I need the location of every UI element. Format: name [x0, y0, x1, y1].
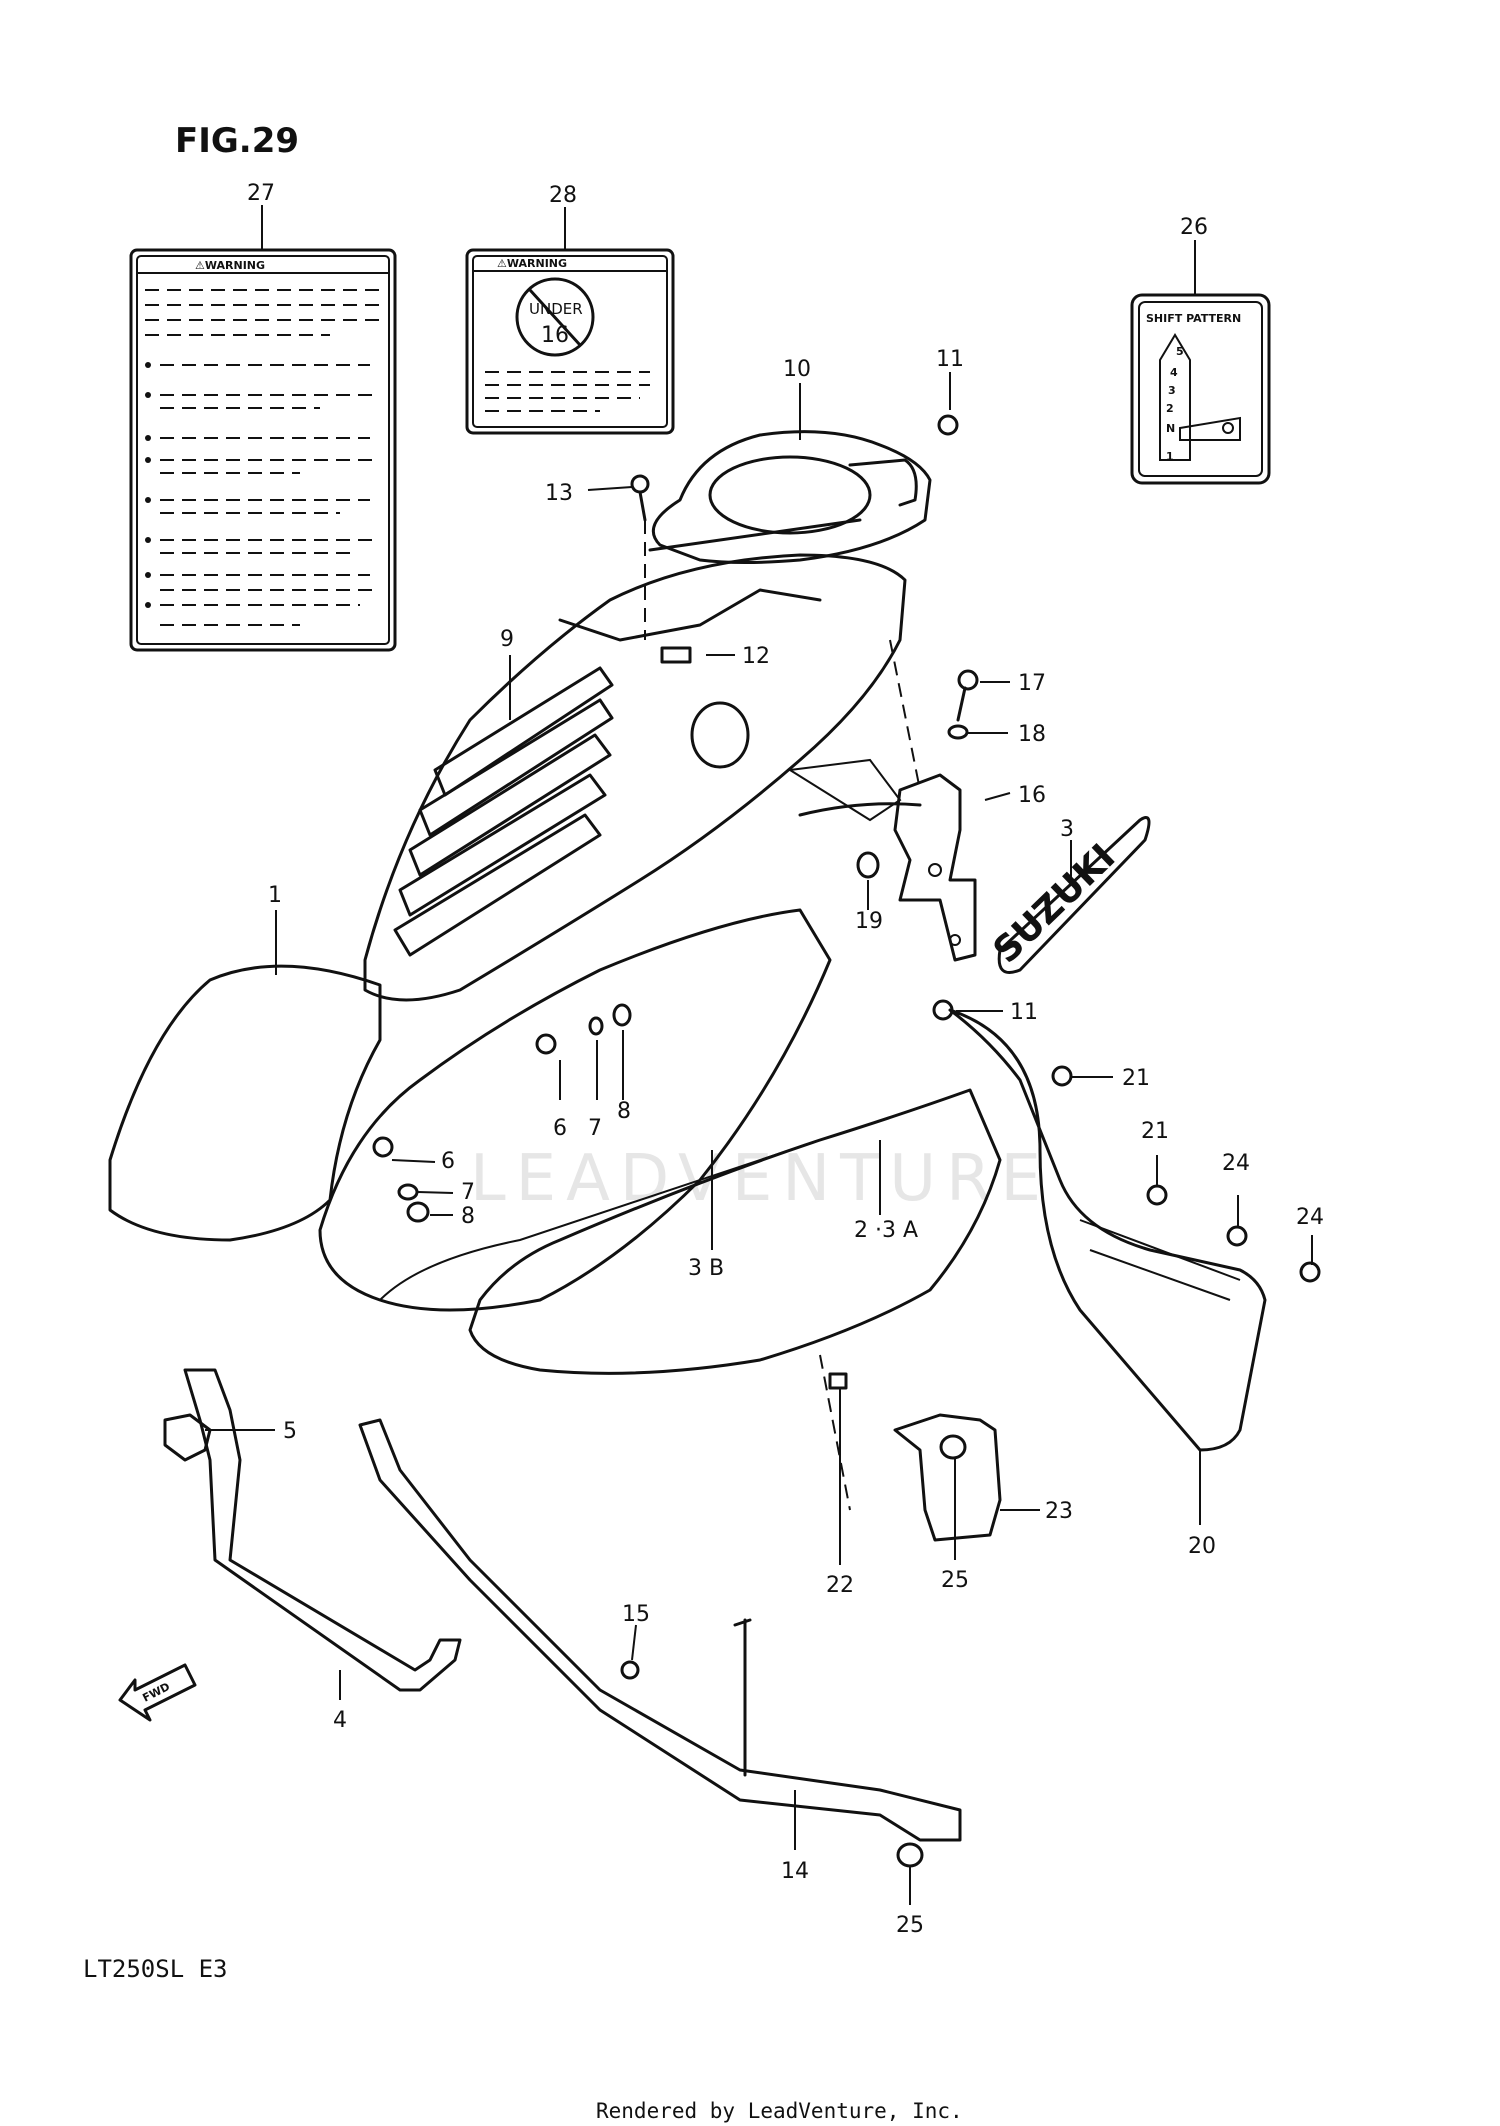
callout-16: 16 — [1018, 783, 1046, 808]
fwd-arrow-icon: FWD — [118, 1663, 197, 1722]
callout-21a: 21 — [1122, 1066, 1150, 1091]
callout-22: 22 — [826, 1573, 854, 1598]
badge-text-line2: 16 — [541, 323, 569, 348]
callout-19: 19 — [855, 909, 883, 934]
shift-arrow-icon — [1159, 333, 1191, 461]
callout-7a: 7 — [588, 1116, 602, 1141]
screw-13[interactable] — [630, 474, 650, 522]
callout-10: 10 — [783, 357, 811, 382]
part-14-bar[interactable] — [358, 1418, 962, 1842]
gear-4: 4 — [1170, 366, 1178, 379]
warning-label-large-header: ⚠WARNING — [195, 259, 265, 272]
callout-20: 20 — [1188, 1534, 1216, 1559]
callout-11-top: 11 — [936, 347, 964, 372]
clip-22[interactable] — [828, 1372, 848, 1390]
callout-18: 18 — [1018, 722, 1046, 747]
bolt-6a[interactable] — [535, 1033, 557, 1055]
part-10-seat-cover[interactable] — [648, 430, 932, 564]
callout-27: 27 — [247, 181, 275, 206]
part-4-front-bracket[interactable] — [183, 1368, 462, 1692]
part-5-clip[interactable] — [163, 1413, 212, 1462]
warning-label-small-header: ⚠WARNING — [497, 257, 567, 270]
nut-25a[interactable] — [939, 1434, 967, 1460]
callout-25b: 25 — [896, 1913, 924, 1938]
badge-text-line1: UNDER — [529, 300, 583, 318]
washer-18[interactable] — [947, 724, 969, 740]
no-under-16-badge — [515, 277, 595, 357]
gear-5: 5 — [1176, 345, 1184, 358]
callout-14: 14 — [781, 1859, 809, 1884]
callout-3b: 3 B — [688, 1256, 724, 1281]
part-20-mud-flap[interactable] — [948, 1008, 1267, 1452]
part-9-body-cover[interactable] — [363, 553, 907, 1002]
callout-5: 5 — [283, 1419, 297, 1444]
callouts: 27 28 26 10 11 13 12 9 17 18 16 3 19 1 1… — [247, 181, 1324, 1938]
footer-credit: Rendered by LeadVenture, Inc. — [596, 2099, 963, 2123]
washer-7a[interactable] — [588, 1016, 604, 1036]
gear-1: 1 — [1166, 450, 1174, 463]
bolt-24a[interactable] — [1226, 1225, 1248, 1247]
bolt-21a[interactable] — [1051, 1065, 1073, 1087]
bolt-11-top[interactable] — [937, 414, 959, 436]
callout-6a: 6 — [553, 1116, 567, 1141]
nut-25b[interactable] — [896, 1842, 924, 1868]
callout-28: 28 — [549, 183, 577, 208]
callout-17: 17 — [1018, 671, 1046, 696]
leader-lines — [205, 205, 1313, 1905]
callout-24b: 24 — [1296, 1205, 1324, 1230]
callout-8a: 8 — [617, 1099, 631, 1124]
washer-7b[interactable] — [397, 1183, 419, 1201]
warning-label-large[interactable]: ⚠WARNING — [129, 248, 397, 652]
watermark: LEADVENTURE — [470, 1142, 1051, 1216]
callout-2-3a: 2 ·3 A — [854, 1218, 918, 1243]
callout-8b: 8 — [461, 1204, 475, 1229]
callout-12: 12 — [742, 644, 770, 669]
callout-9: 9 — [500, 627, 514, 652]
washer-8a[interactable] — [612, 1003, 632, 1027]
screw-15[interactable] — [620, 1660, 640, 1680]
bolt-21b[interactable] — [1146, 1184, 1168, 1206]
callout-6b: 6 — [441, 1149, 455, 1174]
callout-3: 3 — [1060, 817, 1074, 842]
callout-15: 15 — [622, 1602, 650, 1627]
assembly-lines — [644, 520, 921, 1511]
grommet-19[interactable] — [856, 851, 880, 879]
callout-24a: 24 — [1222, 1151, 1250, 1176]
shift-pattern-label[interactable]: SHIFT PATTERN 5 4 3 2 N 1 — [1130, 293, 1271, 485]
warning-label-small[interactable]: ⚠WARNING UNDER 16 — [465, 248, 675, 435]
bolt-24b[interactable] — [1299, 1261, 1321, 1283]
gear-n: N — [1166, 422, 1175, 435]
bolt-11-mid[interactable] — [932, 999, 954, 1021]
figure-title: FIG.29 — [175, 121, 299, 161]
callout-25a: 25 — [941, 1568, 969, 1593]
gear-3: 3 — [1168, 384, 1176, 397]
callout-21b: 21 — [1141, 1119, 1169, 1144]
callout-1: 1 — [268, 883, 282, 908]
gear-2: 2 — [1166, 402, 1174, 415]
callout-23: 23 — [1045, 1499, 1073, 1524]
callout-7b: 7 — [461, 1180, 475, 1205]
callout-13: 13 — [545, 481, 573, 506]
bolt-6b[interactable] — [372, 1136, 394, 1158]
washer-8b[interactable] — [406, 1201, 430, 1223]
part-16-bracket[interactable] — [798, 773, 977, 962]
suzuki-decal-text: SUZUKI — [986, 837, 1124, 972]
model-code: LT250SL E3 — [83, 1955, 228, 1983]
callout-11-mid: 11 — [1010, 1000, 1038, 1025]
callout-26: 26 — [1180, 215, 1208, 240]
nut-12[interactable] — [660, 646, 692, 664]
bolt-17[interactable] — [956, 669, 979, 722]
callout-4: 4 — [333, 1708, 347, 1733]
shift-pattern-header: SHIFT PATTERN — [1146, 312, 1241, 325]
part-1-front-fender[interactable] — [108, 908, 1002, 1375]
part-23-bracket[interactable] — [893, 1413, 1002, 1542]
